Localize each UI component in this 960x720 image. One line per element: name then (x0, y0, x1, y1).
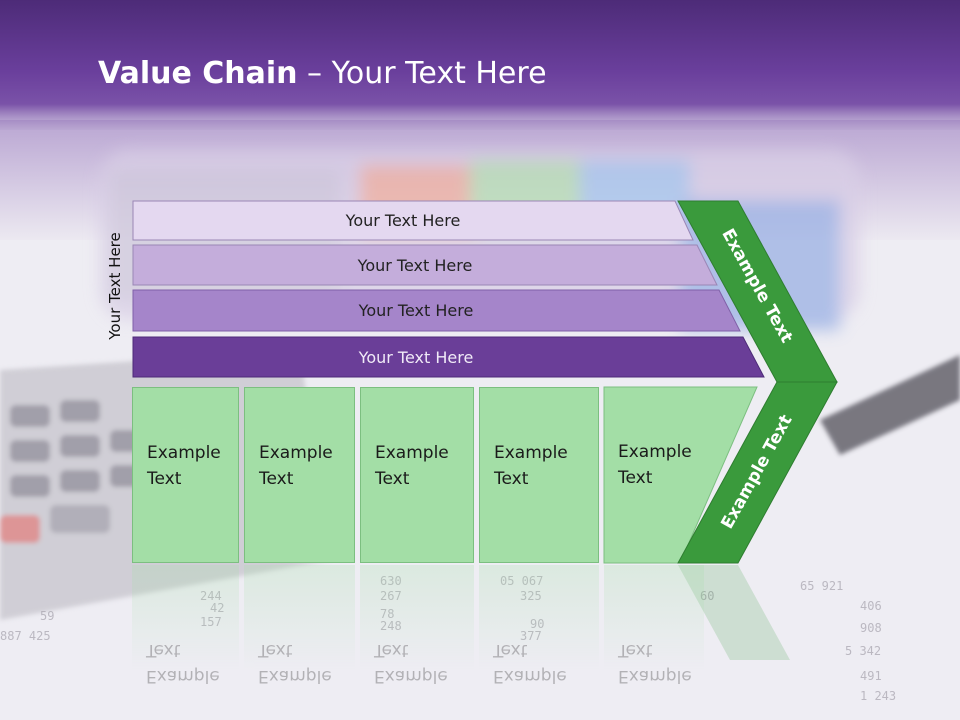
svg-text:491: 491 (860, 669, 882, 683)
column-2-reflection-line1: Example (258, 666, 332, 686)
svg-text:406: 406 (860, 599, 882, 613)
column-5-line2: Text (618, 468, 653, 488)
band-shape-2 (132, 244, 718, 286)
chevron-reflection (678, 565, 790, 660)
chevron-lower (677, 381, 838, 564)
column-4-line2: Text (494, 469, 529, 489)
column-3-line1: Example (375, 443, 449, 463)
svg-text:60: 60 (700, 589, 714, 603)
band-2-label: Your Text Here (357, 255, 473, 275)
column-4-reflection-line1: Example (493, 666, 567, 686)
band-3: Your Text Here (133, 291, 719, 329)
slide-title: Value Chain – Your Text Here (98, 56, 547, 91)
svg-text:65 921: 65 921 (800, 579, 843, 593)
column-4-reflection-line2: Text (493, 640, 528, 660)
svg-text:1 243: 1 243 (860, 689, 896, 703)
column-3-reflection: Example Text (360, 565, 474, 695)
band-4-label: Your Text Here (358, 347, 474, 367)
band-3-label: Your Text Here (358, 300, 474, 320)
svg-text:90: 90 (530, 617, 544, 631)
band-1: Your Text Here (133, 201, 693, 239)
svg-text:267: 267 (380, 589, 402, 603)
svg-text:248: 248 (380, 619, 402, 633)
band-shape-1 (132, 200, 694, 241)
svg-text:05 067: 05 067 (500, 574, 543, 588)
column-2-reflection: Example Text (244, 565, 355, 695)
svg-text:78: 78 (380, 607, 394, 621)
svg-text:887 425: 887 425 (0, 629, 51, 643)
column-3-reflection-line2: Text (374, 640, 409, 660)
column-3-reflection-line1: Example (374, 666, 448, 686)
svg-text:630: 630 (380, 574, 402, 588)
svg-text:244: 244 (200, 589, 222, 603)
column-2-reflection-line2: Text (258, 640, 293, 660)
svg-text:157: 157 (200, 615, 222, 629)
column-1-line1: Example (147, 443, 221, 463)
band-4: Your Text Here (133, 338, 719, 376)
title-bold: Value Chain (98, 56, 298, 91)
column-5-reflection: Example Text (604, 565, 704, 695)
column-5-line1: Example (618, 442, 692, 462)
svg-text:5 342: 5 342 (845, 644, 881, 658)
column-1-reflection: Example Text (132, 565, 239, 695)
svg-text:377: 377 (520, 629, 542, 643)
svg-text:59: 59 (40, 609, 54, 623)
svg-text:42: 42 (210, 601, 224, 615)
title-rest: – Your Text Here (297, 56, 547, 91)
column-4-line1: Example (494, 443, 568, 463)
column-3-line2: Text (375, 469, 410, 489)
svg-text:908: 908 (860, 621, 882, 635)
column-2-line1: Example (259, 443, 333, 463)
band-shape-4 (132, 336, 765, 378)
band-1-label: Your Text Here (345, 210, 461, 230)
column-4-reflection: Example Text (479, 565, 599, 695)
band-2: Your Text Here (133, 246, 717, 284)
column-1-reflection-line2: Text (146, 640, 181, 660)
column-5-reflection-line2: Text (618, 640, 653, 660)
column-2-line2: Text (259, 469, 294, 489)
column-1-reflection-line1: Example (146, 666, 220, 686)
column-1-line2: Text (147, 469, 182, 489)
svg-text:325: 325 (520, 589, 542, 603)
column-5-reflection-line1: Example (618, 666, 692, 686)
band-shape-3 (132, 289, 741, 332)
